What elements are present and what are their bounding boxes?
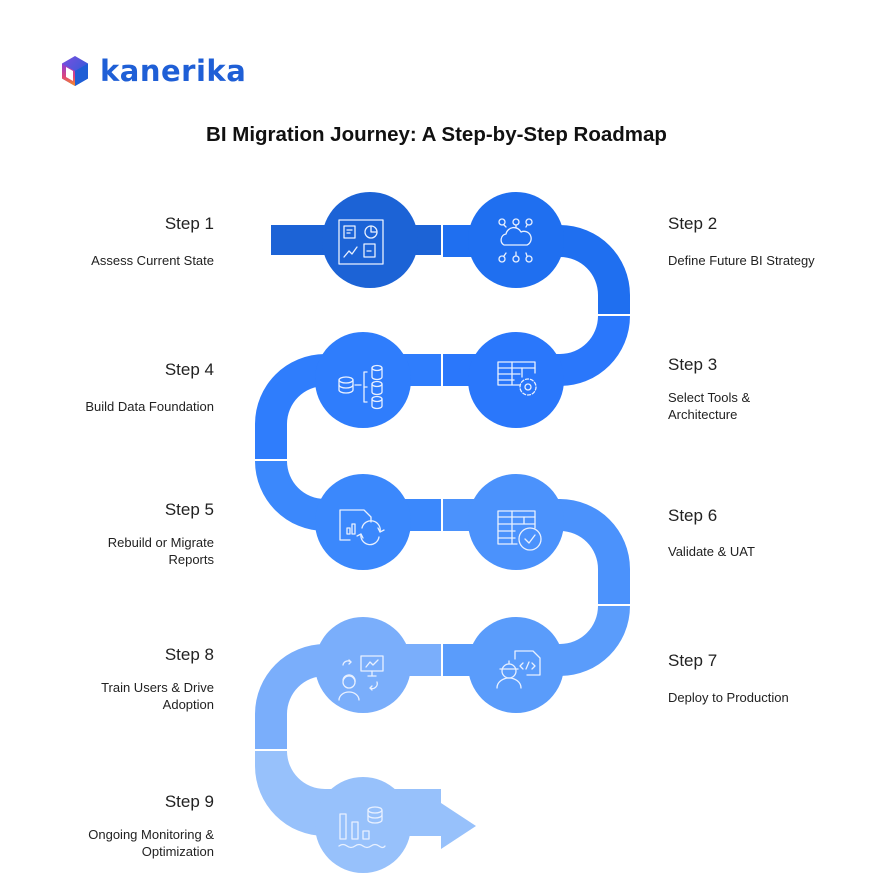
step-3-description: Select Tools & Architecture [668,390,751,422]
step-8-node [315,617,411,713]
cloud-network-icon [498,218,533,263]
step-3-node [468,332,564,428]
database-hierarchy-icon [338,364,383,410]
step-7-title: Step 7 [668,651,718,670]
step-2-description: Define Future BI Strategy [668,253,815,268]
step-5-node [315,474,411,570]
table-gear-icon [497,361,537,396]
step-4-description: Build Data Foundation [85,399,214,414]
monitoring-chart-icon [338,806,386,849]
page-title: BI Migration Journey: A Step-by-Step Roa… [206,123,667,146]
brand-name: kanerika [100,53,247,88]
step-1-description: Assess Current State [91,253,214,268]
step-3-title: Step 3 [668,355,718,374]
report-refresh-icon [339,509,385,546]
step-2-node [468,192,564,288]
step-7-description: Deploy to Production [668,690,789,705]
step-6-description: Validate & UAT [668,544,755,559]
step-6-title: Step 6 [668,506,718,525]
engineer-code-icon [496,650,541,689]
step-4-node [315,332,411,428]
step-5-title: Step 5 [164,500,214,519]
brand-logo: kanerika [58,54,246,88]
user-training-icon [338,655,384,701]
step-9-description: Ongoing Monitoring & Optimization [88,827,214,859]
step-7-node [468,617,564,713]
dashboard-icon [338,219,384,265]
step-9-node [315,777,411,873]
table-check-icon [497,510,542,551]
step-1-title: Step 1 [164,214,214,233]
step-9-title: Step 9 [164,792,214,811]
step-6-node [468,474,564,570]
step-8-title: Step 8 [164,645,214,664]
step-1-node [322,192,418,288]
hexagon-cube-logo-icon [62,56,88,86]
step-4-title: Step 4 [164,360,214,379]
step-8-description: Train Users & Drive Adoption [101,680,214,712]
step-5-description: Rebuild or Migrate Reports [107,535,214,567]
step-2-title: Step 2 [668,214,718,233]
